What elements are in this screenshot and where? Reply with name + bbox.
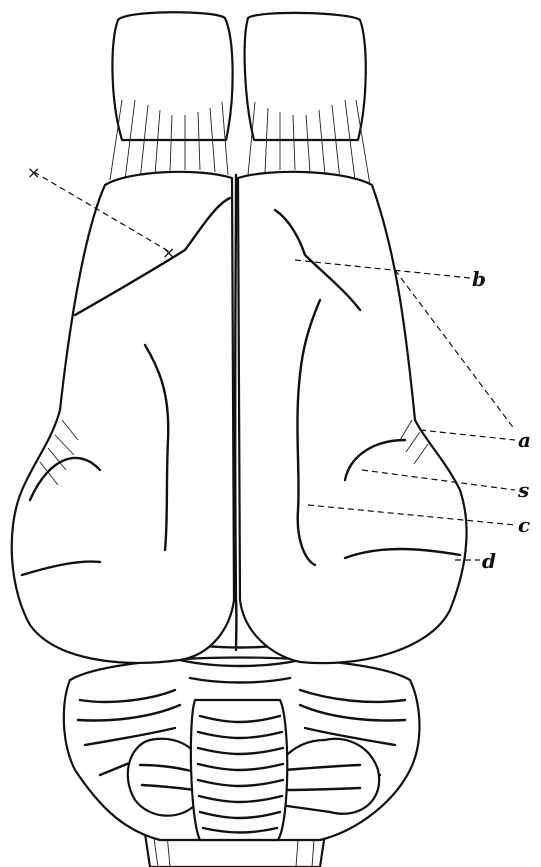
label-b: b xyxy=(472,267,486,291)
longitudinal-fissure xyxy=(235,175,236,650)
label-a: a xyxy=(518,428,531,452)
label-s: s xyxy=(517,478,529,502)
cross-marker-outer: × xyxy=(27,163,40,182)
label-d: d xyxy=(482,549,496,573)
label-c: c xyxy=(518,513,530,537)
cerebellum xyxy=(64,640,420,840)
left-hemisphere xyxy=(12,172,234,663)
right-hemisphere xyxy=(238,172,467,663)
olfactory-bulbs xyxy=(110,12,370,185)
cross-marker-inner: × xyxy=(162,243,175,262)
leader-a-lower xyxy=(420,430,515,440)
